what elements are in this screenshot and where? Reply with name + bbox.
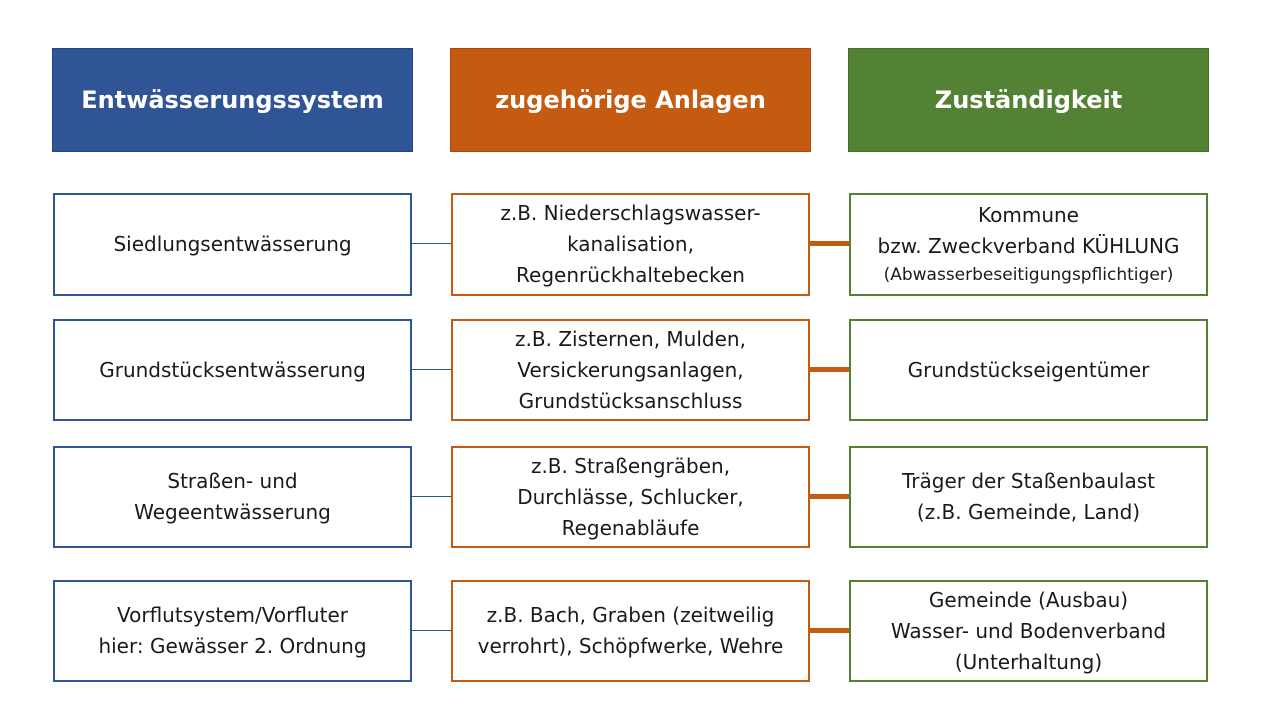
connector-system-facilities [412, 369, 451, 370]
facilities-box-grundstueck: z.B. Zisternen, Mulden, Versickerungsanl… [451, 319, 810, 421]
box-line: z.B. Bach, Graben (zeitweilig [486, 603, 775, 627]
system-box-grundstueck: Grundstücksentwässerung [53, 319, 412, 421]
connector-facilities-responsibility [810, 367, 849, 372]
box-line: z.B. Niederschlagswasser- [500, 201, 761, 225]
box-line: Kommune [978, 203, 1079, 227]
box-line: Versickerungsanlagen, [517, 357, 744, 382]
box-line: (Abwasserbeseitigungspflichtiger) [883, 265, 1174, 285]
box-line: Träger der Staßenbaulast [902, 469, 1155, 493]
box-line: (z.B. Gemeinde, Land) [916, 500, 1141, 524]
box-line: Vorflutsystem/Vorfluter [117, 603, 348, 627]
system-box-siedlung: Siedlungsentwässerung [53, 193, 412, 296]
connector-system-facilities [412, 496, 451, 497]
box-line: kanalisation, [567, 232, 694, 256]
box-line: Wasser- und Bodenverband [890, 618, 1167, 643]
header-label: Zuständigkeit [934, 86, 1123, 114]
facilities-box-strassen: z.B. Straßengräben, Durchlässe, Schlucke… [451, 446, 810, 548]
box-line: verrohrt), Schöpfwerke, Wehre [477, 634, 784, 658]
box-line: hier: Gewässer 2. Ordnung [98, 634, 367, 658]
responsibility-box-vorflut: Gemeinde (Ausbau) Wasser- und Bodenverba… [849, 580, 1208, 682]
facilities-box-siedlung: z.B. Niederschlagswasser- kanalisation, … [451, 193, 810, 296]
box-line: Grundstücksanschluss [518, 388, 743, 413]
responsibility-box-grundstueck: Grundstückseigentümer [849, 319, 1208, 421]
connector-system-facilities [412, 243, 451, 244]
box-line: Grundstücksentwässerung [99, 357, 366, 382]
box-line: bzw. Zweckverband KÜHLUNG [877, 234, 1180, 258]
responsibility-box-strassen: Träger der Staßenbaulast (z.B. Gemeinde,… [849, 446, 1208, 548]
header-label: zugehörige Anlagen [495, 86, 766, 114]
box-line: Regenabläufe [561, 515, 700, 540]
facilities-box-vorflut: z.B. Bach, Graben (zeitweilig verrohrt),… [451, 580, 810, 682]
box-line: (Unterhaltung) [954, 649, 1103, 674]
connector-facilities-responsibility [810, 628, 849, 633]
box-line: Regenrückhaltebecken [516, 263, 745, 287]
box-line: Grundstückseigentümer [907, 357, 1150, 382]
header-zustaendigkeit: Zuständigkeit [848, 48, 1209, 152]
header-zugehoerige-anlagen: zugehörige Anlagen [450, 48, 811, 152]
box-line: Durchlässe, Schlucker, [517, 484, 744, 509]
box-line: Straßen- und [167, 469, 298, 493]
box-line: Gemeinde (Ausbau) [928, 587, 1129, 612]
header-entwaesserungssystem: Entwässerungssystem [52, 48, 413, 152]
responsibility-box-siedlung: Kommune bzw. Zweckverband KÜHLUNG (Abwas… [849, 193, 1208, 296]
system-box-vorflut: Vorflutsystem/Vorfluter hier: Gewässer 2… [53, 580, 412, 682]
box-line: z.B. Straßengräben, [530, 453, 731, 478]
box-line: Siedlungsentwässerung [113, 232, 352, 256]
connector-facilities-responsibility [810, 494, 849, 499]
box-line: Wegeentwässerung [134, 500, 331, 524]
connector-facilities-responsibility [810, 241, 849, 246]
connector-system-facilities [412, 630, 451, 631]
box-line: z.B. Zisternen, Mulden, [515, 326, 746, 351]
system-box-strassen: Straßen- und Wegeentwässerung [53, 446, 412, 548]
header-label: Entwässerungssystem [81, 86, 384, 114]
